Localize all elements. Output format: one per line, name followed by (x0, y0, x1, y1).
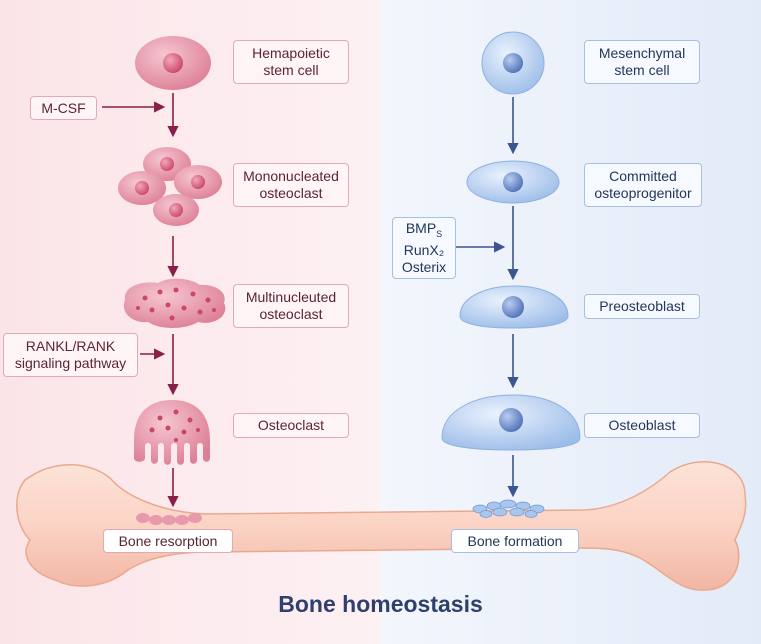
label-preosteoblast: Preosteoblast (584, 294, 700, 319)
mesenchymal-stem-cell (481, 31, 545, 95)
factor-rankl-rank: RANKL/RANK signaling pathway (3, 333, 138, 377)
factor-mcsf: M-CSF (30, 96, 97, 120)
label-line: Hemapoietic (252, 45, 330, 61)
factor-text: M-CSF (41, 99, 86, 116)
label-line: Osteoclast (257, 417, 325, 433)
committed-osteoprogenitor-cell (466, 160, 560, 204)
factor-runx2: RunX₂ (403, 242, 445, 259)
label-bone-formation: Bone formation (451, 529, 579, 553)
factor-text: signaling pathway (14, 355, 127, 371)
label-line: osteoclast (259, 306, 323, 322)
preosteoblast-cell (459, 285, 569, 329)
mononucleated-osteoclast-cluster (118, 147, 222, 226)
label-line: Mononucleated (243, 168, 339, 184)
multinucleated-osteoclast (123, 278, 226, 328)
label-hematopoietic-stem-cell: Hemapoietic stem cell (233, 40, 349, 84)
label-line: stem cell (263, 62, 319, 78)
label-mesenchymal-stem-cell: Mesenchymal stem cell (584, 40, 700, 84)
factor-text: RANKL/RANK (25, 338, 116, 354)
resorption-pits (136, 513, 202, 525)
factor-bmps: BMPS (406, 220, 442, 243)
new-bone-deposit (472, 499, 545, 518)
label-line: osteoprogenitor (594, 185, 692, 201)
label-multinucleated-osteoclast: Multinucleuted osteoclast (233, 284, 349, 328)
osteoblast-cell (441, 394, 581, 451)
label-line: Preosteoblast (599, 298, 685, 314)
hematopoietic-stem-cell (135, 36, 211, 90)
label-bone-resorption: Bone resorption (103, 529, 233, 553)
label-mononucleated-osteoclast: Mononucleated osteoclast (233, 163, 349, 207)
factor-bmps-runx2-osterix: BMPS RunX₂ Osterix (392, 217, 456, 279)
label-line: Osteoblast (608, 417, 676, 433)
osteoclast-arrows (102, 93, 179, 508)
factor-bmp-base: BMP (405, 219, 437, 236)
label-line: Multinucleuted (245, 289, 337, 305)
diagram-title: Bone homeostasis (278, 591, 483, 617)
label-line: osteoclast (259, 185, 323, 201)
label-line: Committed (609, 168, 677, 184)
label-committed-osteoprogenitor: Committed osteoprogenitor (584, 163, 702, 207)
factor-osterix: Osterix (401, 259, 447, 276)
label-osteoclast: Osteoclast (233, 413, 349, 438)
label-line: stem cell (614, 62, 670, 78)
osteoclast-cell (134, 400, 210, 465)
label-line: Mesenchymal (598, 45, 686, 61)
factor-bmp-sub: S (436, 228, 443, 239)
label-osteoblast: Osteoblast (584, 413, 700, 438)
